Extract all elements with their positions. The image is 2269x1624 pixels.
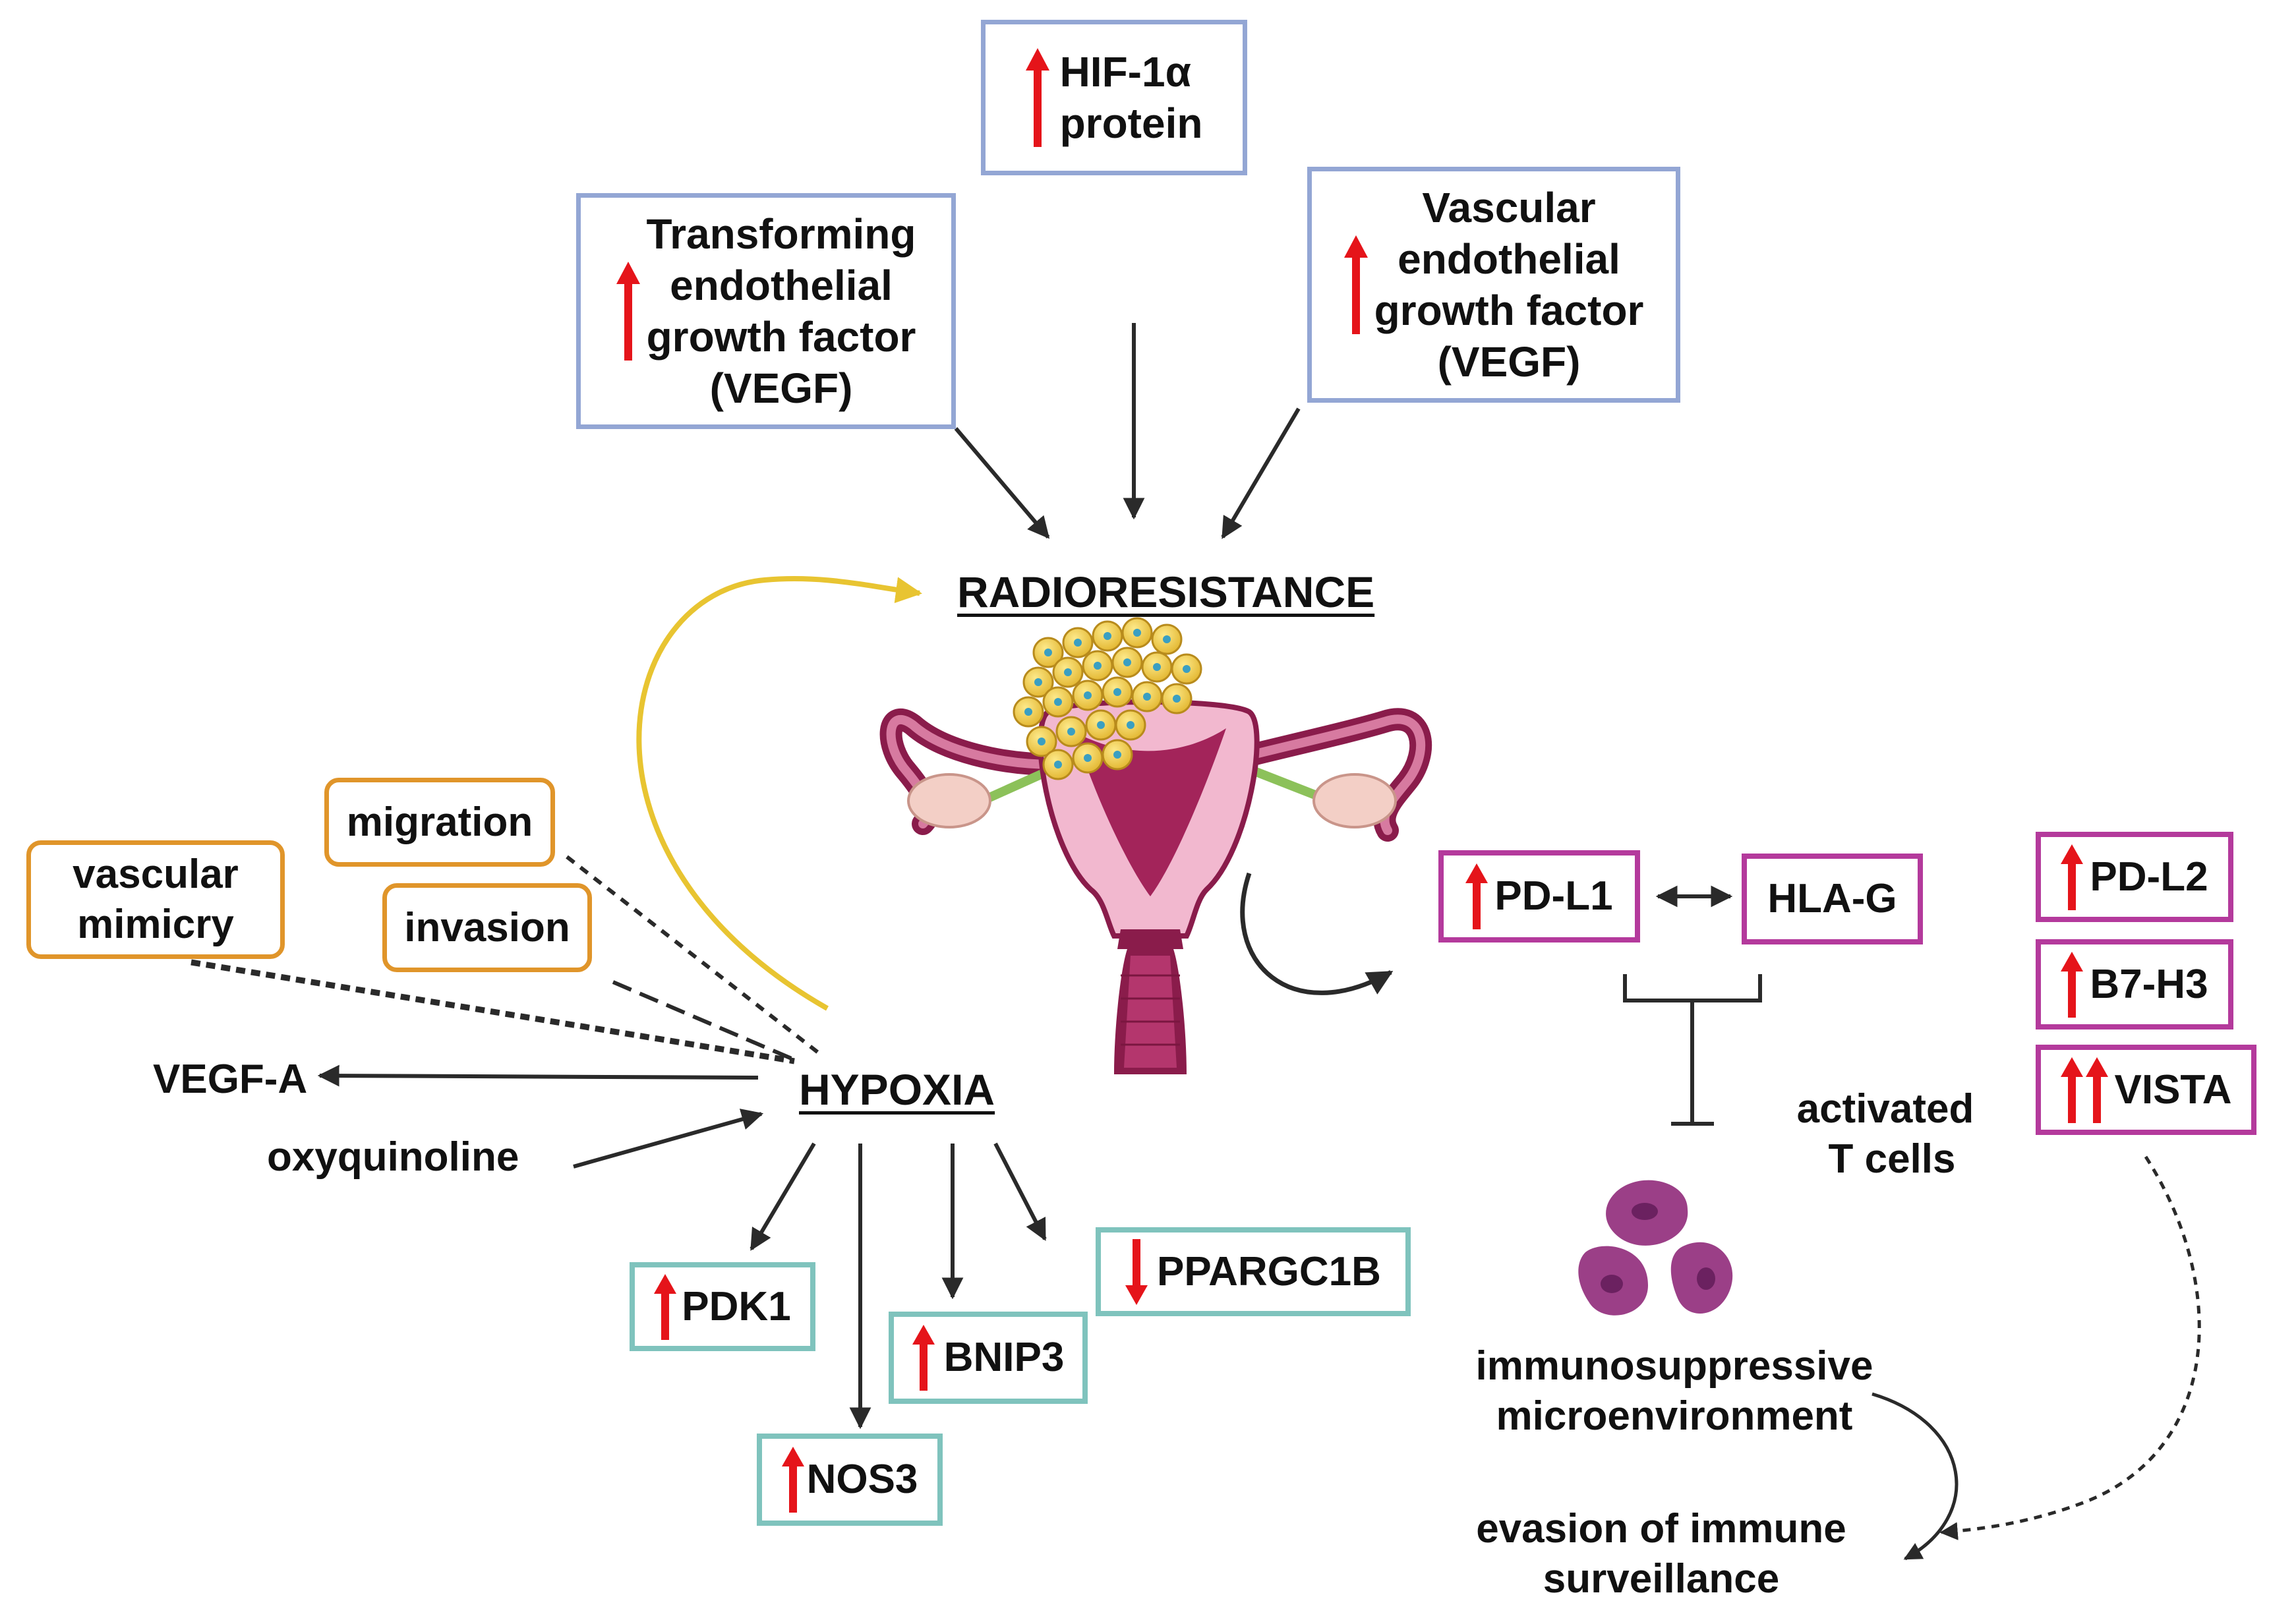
- b7-h3-box: B7-H3: [2036, 939, 2233, 1030]
- activated-t-cells-label: activated T cells: [1780, 1084, 1991, 1184]
- transforming-growth-factor-box: Transforming endothelial growth factor (…: [576, 193, 956, 429]
- dashed-invasion: [612, 980, 799, 1063]
- ppargc1b-label: PPARGC1B: [1157, 1248, 1381, 1294]
- up-arrow-icon: [1025, 48, 1049, 147]
- evasion-label: evasion of immune surveillance: [1437, 1504, 1885, 1604]
- protein-label: protein: [1059, 100, 1203, 147]
- down-arrow-icon: [1125, 1238, 1148, 1305]
- b7-h3-label: B7-H3: [2090, 961, 2208, 1007]
- arrow-to-ppargc1b: [993, 1142, 1047, 1241]
- evasion-line-2: surveillance: [1543, 1555, 1780, 1602]
- migration-label: migration: [346, 799, 533, 845]
- up-arrow-icon: [1465, 863, 1488, 929]
- transforming-line-1: Transforming: [646, 210, 916, 258]
- nos3-label: NOS3: [806, 1457, 918, 1503]
- tumor-cells-illustration: [1013, 617, 1202, 780]
- up-arrow-icon: [781, 1447, 804, 1513]
- vascular-growth-factor-box: Vascular endothelial growth factor (VEGF…: [1307, 167, 1680, 403]
- inhibition-bracket: [1623, 974, 1762, 1002]
- pd-l1-label: PD-L1: [1494, 873, 1613, 919]
- evasion-line-1: evasion of immune: [1476, 1506, 1846, 1552]
- up-arrow-icon: [654, 1273, 677, 1340]
- pdk1-box: PDK1: [630, 1262, 815, 1351]
- invasion-box: invasion: [382, 883, 592, 972]
- bnip3-box: BNIP3: [889, 1312, 1088, 1404]
- nos3-box: NOS3: [757, 1434, 943, 1526]
- t-cell-illustration: [1578, 1180, 1733, 1316]
- vista-label: VISTA: [2114, 1066, 2232, 1113]
- vascular-mimicry-line-1: vascular: [73, 852, 239, 898]
- dashed-vascular-mimicry: [191, 959, 795, 1064]
- arrow-uterus-to-pdl1: [1240, 872, 1394, 995]
- transforming-line-3: growth factor: [646, 313, 916, 361]
- arrow-oxyquinoline-to-hypoxia: [573, 1109, 764, 1169]
- dashed-migration: [566, 855, 822, 1057]
- vascular-mimicry-line-2: mimicry: [77, 902, 234, 947]
- arrow-transforming-to-radioresistance: [954, 427, 1050, 539]
- bnip3-label: BNIP3: [943, 1335, 1065, 1381]
- activated-line: activated: [1796, 1086, 1974, 1132]
- immunosuppressive-line-2: microenvironment: [1496, 1393, 1853, 1439]
- immunosuppressive-line-1: immunosuppressive: [1475, 1343, 1873, 1389]
- pdk1-label: PDK1: [682, 1283, 791, 1329]
- up-arrow-icon: [2061, 951, 2084, 1018]
- ppargc1b-box: PPARGC1B: [1096, 1227, 1411, 1316]
- dashed-vista-to-evasion: [1939, 1155, 2201, 1540]
- vegf-a-label: VEGF-A: [153, 1057, 308, 1102]
- hla-g-label: HLA-G: [1767, 876, 1897, 922]
- migration-box: migration: [324, 778, 555, 867]
- transforming-line-2: endothelial: [670, 261, 893, 309]
- transforming-line-4: (VEGF): [709, 364, 853, 413]
- uterus-illustration: [879, 699, 1432, 1074]
- pd-l1-box: PD-L1: [1438, 850, 1640, 942]
- pd-l2-label: PD-L2: [2090, 854, 2208, 900]
- t-cells-line: T cells: [1828, 1136, 1956, 1182]
- arrow-immunosuppressive-to-evasion: [1871, 1392, 1959, 1561]
- arrow-hypoxia-to-radioresistance: [636, 576, 922, 1011]
- radioresistance-label: RADIORESISTANCE: [957, 567, 1375, 616]
- hif1a-label: HIF-1α: [1059, 47, 1191, 96]
- vascular-line-4: (VEGF): [1437, 338, 1581, 386]
- up-arrow-icon: [616, 262, 640, 361]
- up-arrow-icon: [2061, 844, 2084, 910]
- vista-box: VISTA: [2036, 1045, 2256, 1135]
- vascular-line-1: Vascular: [1422, 183, 1596, 231]
- up-arrow-icon: [1343, 235, 1368, 334]
- invasion-label: invasion: [404, 904, 570, 950]
- oxyquinoline-label: oxyquinoline: [267, 1134, 519, 1180]
- vascular-line-2: endothelial: [1398, 235, 1620, 283]
- hif1a-protein-box: HIF-1α protein: [981, 20, 1247, 175]
- hla-g-box: HLA-G: [1742, 854, 1923, 944]
- arrow-hypoxia-to-vegfa: [317, 1064, 759, 1087]
- vascular-mimicry-box: vascular mimicry: [26, 840, 285, 959]
- up-arrow-icon: [912, 1325, 935, 1391]
- immunosuppressive-label: immunosuppressive microenvironment: [1450, 1341, 1899, 1441]
- double-up-arrow-icon: [2060, 1057, 2108, 1123]
- arrow-vascular-to-radioresistance: [1221, 407, 1301, 539]
- vascular-line-3: growth factor: [1374, 287, 1644, 334]
- hypoxia-label: HYPOXIA: [799, 1065, 995, 1114]
- pd-l2-box: PD-L2: [2036, 832, 2233, 922]
- arrow-to-pdk1: [750, 1142, 816, 1251]
